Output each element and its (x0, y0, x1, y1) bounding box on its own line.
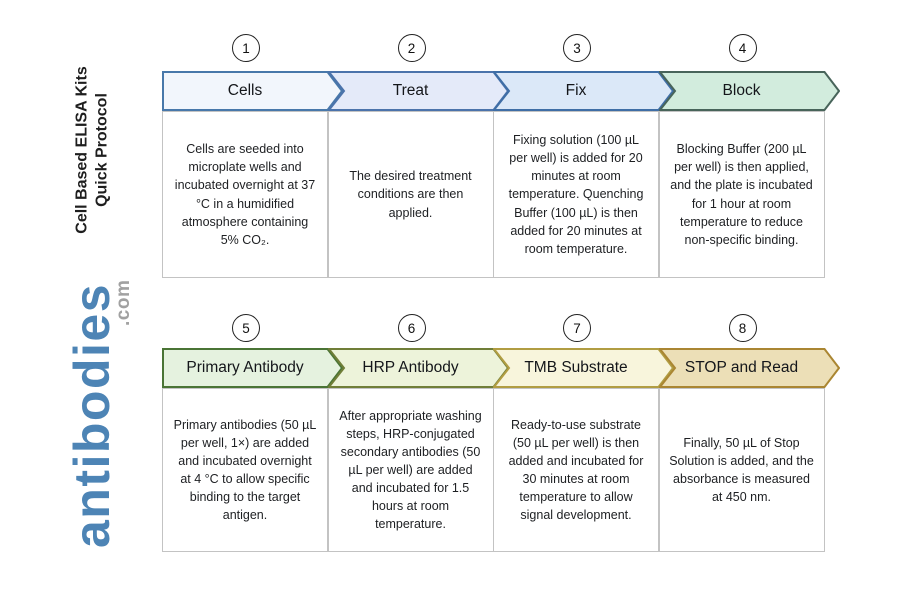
step-3-description: Fixing solution (100 µL per well) is add… (508, 133, 644, 256)
step-2-description: The desired treatment conditions are the… (349, 169, 472, 220)
step-6-number: 6 (407, 320, 416, 336)
step-1-number: 1 (242, 40, 250, 56)
step-8-number: 8 (738, 320, 747, 336)
step-8-number-badge: 8 (728, 314, 757, 342)
step-7-description-box: Ready-to-use substrate (50 µL per well) … (493, 388, 659, 552)
step-5-number: 5 (242, 320, 250, 336)
step-7-description: Ready-to-use substrate (50 µL per well) … (508, 417, 644, 523)
step-7-number-badge: 7 (563, 314, 591, 342)
step-4-arrow-header (658, 71, 840, 111)
step-6-number-badge: 6 (397, 314, 426, 342)
step-5-description: Primary antibodies (50 µL per well, 1×) … (173, 417, 317, 523)
step-4-description: Blocking Buffer (200 µL per well) is the… (670, 142, 813, 247)
step-3-description-box: Fixing solution (100 µL per well) is add… (493, 111, 659, 278)
step-3-number: 3 (573, 40, 581, 56)
brand-logo-text: antibodies (64, 282, 120, 548)
brand-logo-suffix: .com (113, 279, 134, 326)
step-4-label: Block (722, 82, 761, 99)
step-8-description: Finally, 50 µL of Stop Solution is added… (669, 435, 814, 505)
brand-logo: antibodies .com (64, 270, 134, 548)
step-6-description: After appropriate washing steps, HRP-con… (339, 408, 482, 532)
step-7-number: 7 (573, 320, 581, 336)
step-5-description-box: Primary antibodies (50 µL per well, 1×) … (162, 388, 328, 552)
step-2-number: 2 (407, 40, 416, 56)
step-2-label: Treat (392, 82, 429, 99)
step-1-description-box: Cells are seeded into microplate wells a… (162, 111, 328, 278)
step-7-label: TMB Substrate (524, 359, 628, 376)
vertical-title-line1: Cell Based ELISA Kits (73, 66, 91, 234)
step-4-number-badge: 4 (728, 34, 757, 62)
step-2-description-box: The desired treatment conditions are the… (327, 111, 494, 278)
step-2-number-badge: 2 (397, 34, 426, 62)
step-8-arrow-header (658, 348, 840, 388)
step-4-description-box: Blocking Buffer (200 µL per well) is the… (658, 111, 825, 278)
step-5-label: Primary Antibody (186, 359, 304, 376)
step-4-number: 4 (738, 40, 747, 56)
step-8-description-box: Finally, 50 µL of Stop Solution is added… (658, 388, 825, 552)
step-1-label: Cells (227, 82, 263, 99)
step-3-number-badge: 3 (563, 34, 591, 62)
step-6-description-box: After appropriate washing steps, HRP-con… (327, 388, 494, 552)
step-3-label: Fix (565, 82, 587, 99)
vertical-title-line2: Quick Protocol (93, 93, 110, 207)
step-6-label: HRP Antibody (362, 359, 459, 376)
step-1-description: Cells are seeded into microplate wells a… (174, 142, 316, 247)
step-8-label: STOP and Read (684, 359, 799, 376)
step-5-number-badge: 5 (232, 314, 260, 342)
vertical-title: Cell Based ELISA Kits Quick Protocol (73, 43, 113, 258)
step-1-number-badge: 1 (232, 34, 260, 62)
